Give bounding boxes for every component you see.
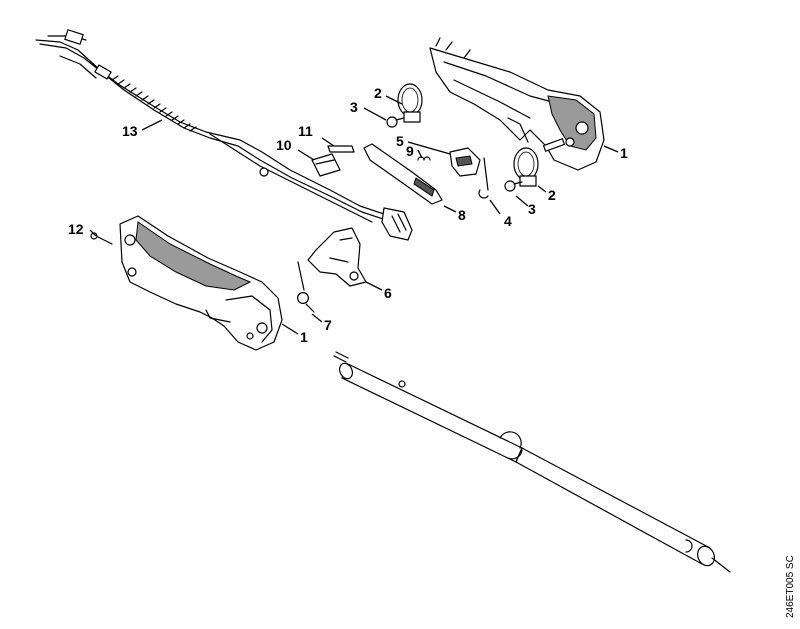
callout-3-upper: 3 bbox=[350, 99, 358, 115]
trigger-lockout-5 bbox=[449, 147, 481, 177]
callout-2-upper: 2 bbox=[374, 85, 382, 101]
leader-lines bbox=[89, 95, 619, 335]
callout-3-lower: 3 bbox=[528, 201, 536, 217]
callout-13: 13 bbox=[122, 123, 138, 139]
callout-5: 5 bbox=[396, 133, 404, 149]
screw-upper bbox=[386, 116, 405, 128]
handle-half-upper bbox=[429, 37, 605, 171]
callout-6: 6 bbox=[384, 285, 392, 301]
handle-half-lower bbox=[119, 215, 283, 351]
callout-2-lower: 2 bbox=[548, 187, 556, 203]
switch-block-10 bbox=[311, 153, 341, 177]
callout-12: 12 bbox=[68, 221, 84, 237]
callout-9: 9 bbox=[406, 143, 414, 159]
drawing-code: 246ET005 SC bbox=[785, 555, 796, 618]
clamp-upper bbox=[397, 83, 423, 123]
callout-4: 4 bbox=[504, 213, 512, 229]
callouts: 13 11 10 2 3 9 5 1 2 3 4 8 6 7 1 12 bbox=[68, 85, 628, 345]
callout-10: 10 bbox=[276, 137, 292, 153]
clamp-lower bbox=[513, 147, 539, 187]
spring-7 bbox=[297, 261, 315, 313]
contact-spring-11 bbox=[327, 145, 355, 153]
torsion-spring-9 bbox=[417, 156, 431, 161]
callout-8: 8 bbox=[458, 207, 466, 223]
screw-lower bbox=[504, 180, 523, 192]
spring-4 bbox=[478, 157, 489, 199]
callout-11: 11 bbox=[298, 123, 313, 139]
trigger-6 bbox=[307, 227, 367, 287]
callout-7: 7 bbox=[324, 317, 332, 333]
wiring-harness bbox=[35, 29, 413, 241]
drive-tube bbox=[333, 351, 731, 573]
throttle-trigger-8 bbox=[363, 143, 443, 205]
screw-handle bbox=[90, 232, 113, 245]
callout-1-upper: 1 bbox=[620, 145, 628, 161]
callout-1-lower: 1 bbox=[300, 329, 308, 345]
